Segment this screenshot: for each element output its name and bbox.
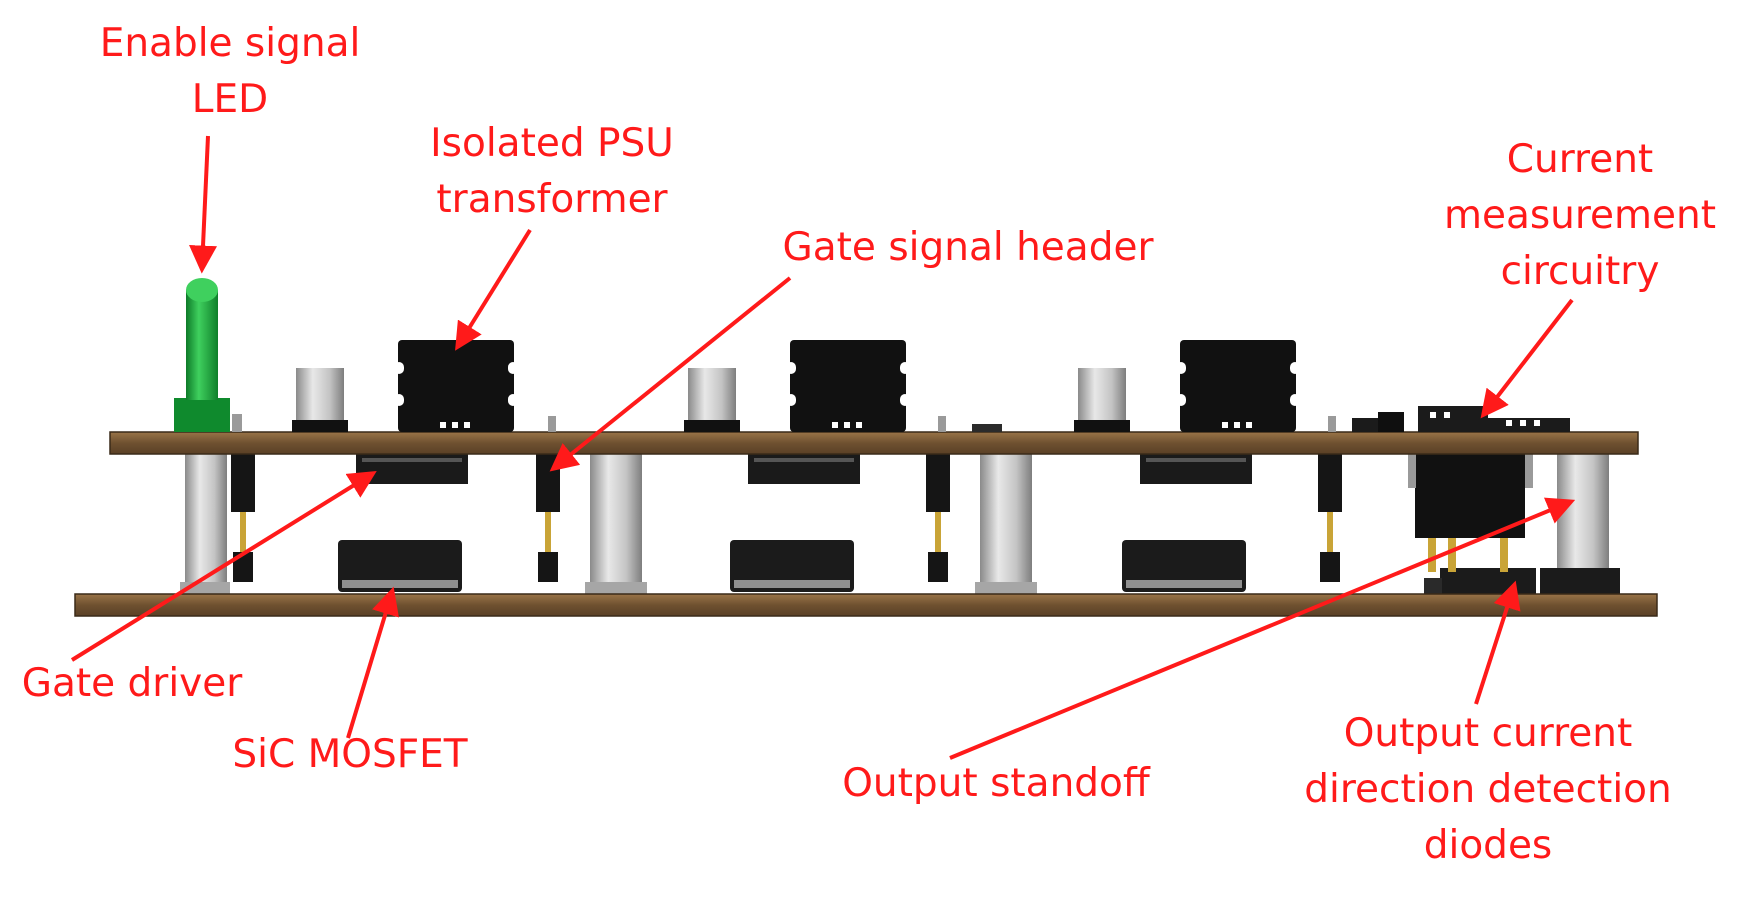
arrow-enable-led <box>189 135 218 274</box>
standoff <box>980 446 1032 594</box>
isolated-psu-transformer <box>1176 340 1300 432</box>
arrow-direction-diodes <box>1474 580 1521 705</box>
gate-signal-header-pin <box>536 448 560 582</box>
label-line: Isolated PSU <box>430 121 674 166</box>
label-line: Enable signal <box>99 21 361 66</box>
arrow-current-measurement <box>1480 298 1574 419</box>
header-pin <box>1318 448 1342 582</box>
label-line: SiC MOSFET <box>232 732 468 777</box>
label-line: transformer <box>436 177 668 222</box>
label-line: Output current <box>1343 711 1633 756</box>
upper-pcb <box>109 431 1639 455</box>
diode <box>1540 568 1620 594</box>
arrow-gate-header <box>549 276 792 472</box>
gate-signal-headers <box>231 448 1342 582</box>
arrow-sic-mosfet <box>346 586 399 739</box>
label-output-standoff: Output standoff <box>842 756 1150 812</box>
label-enable-signal-led: Enable signal LED <box>100 16 361 128</box>
capacitor <box>1074 368 1130 432</box>
label-line: diodes <box>1423 823 1553 868</box>
label-line: LED <box>191 77 269 122</box>
label-current-measurement-circuitry: Current measurement circuitry <box>1444 132 1716 300</box>
standoff <box>590 446 642 594</box>
label-gate-driver: Gate driver <box>22 656 243 712</box>
standoff <box>185 446 227 594</box>
measurement-connectors <box>1352 406 1570 432</box>
arrow-psu-transformer <box>455 228 532 351</box>
label-line: direction detection <box>1304 767 1672 812</box>
sic-mosfet <box>338 540 462 592</box>
sic-mosfet <box>1122 540 1246 592</box>
label-gate-signal-header: Gate signal header <box>783 220 1154 276</box>
label-line: Gate driver <box>21 661 243 706</box>
label-isolated-psu-transformer: Isolated PSU transformer <box>430 116 674 228</box>
label-line: measurement <box>1443 193 1717 238</box>
sic-mosfets <box>338 540 1246 592</box>
current-measurement-module <box>1408 446 1533 572</box>
header-pin <box>231 448 255 582</box>
label-line: Current <box>1506 137 1654 182</box>
label-sic-mosfet: SiC MOSFET <box>232 727 467 783</box>
label-line: circuitry <box>1500 249 1660 294</box>
annotation-arrows <box>70 135 1576 760</box>
sic-mosfet <box>730 540 854 592</box>
lower-pcb <box>74 593 1658 617</box>
capacitor <box>684 368 740 432</box>
isolated-psu-transformer <box>394 340 518 432</box>
label-line: Output standoff <box>842 761 1150 806</box>
capacitor <box>292 368 348 432</box>
top-board-components <box>174 278 1570 432</box>
label-line: Gate signal header <box>782 225 1154 270</box>
enable-signal-led <box>174 278 242 432</box>
arrow-output-standoff <box>949 497 1576 760</box>
arrow-gate-driver <box>70 471 377 662</box>
isolated-psu-transformer <box>786 340 910 432</box>
header-pin <box>926 448 950 582</box>
label-output-current-direction-diodes: Output current direction detection diode… <box>1304 706 1672 874</box>
